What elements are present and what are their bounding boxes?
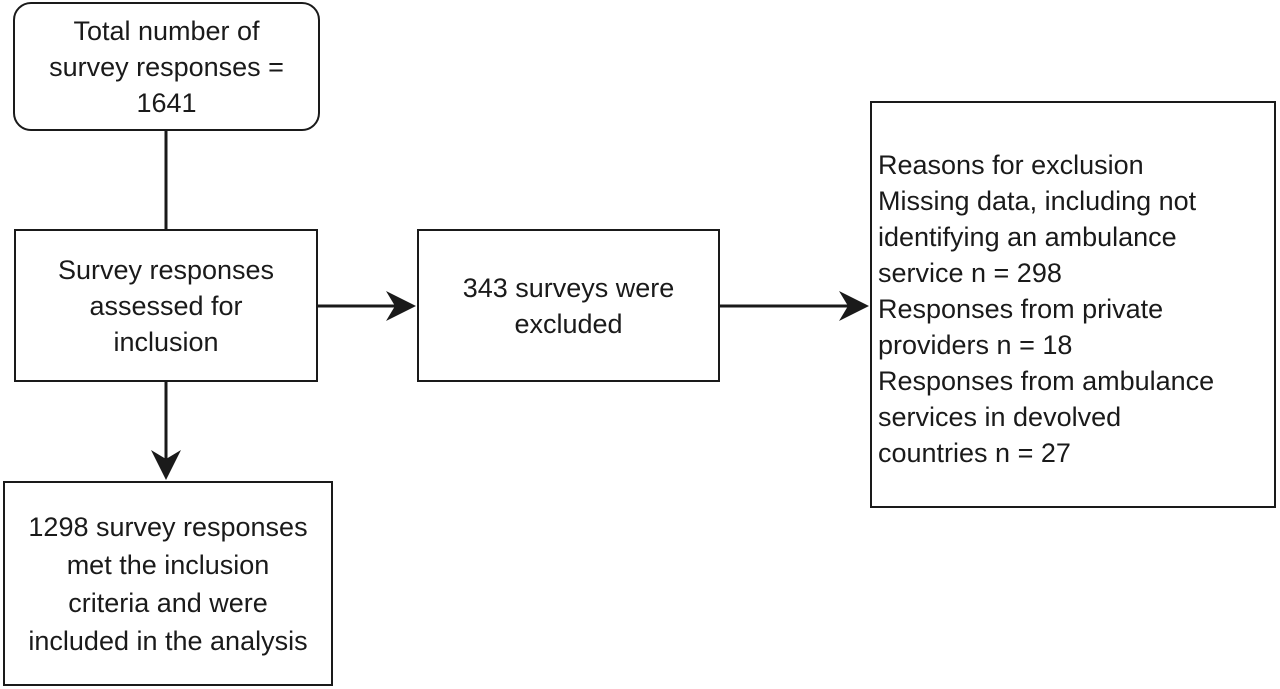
node-included-responses: 1298 survey responses met the inclusion … [3,481,333,686]
node-excluded-surveys: 343 surveys were excluded [417,229,720,382]
node-included-text: 1298 survey responses met the inclusion … [28,511,308,656]
node-excluded-text: 343 surveys were excluded [462,272,675,339]
node-reasons-text: Reasons for exclusion Missing data, incl… [878,150,1215,468]
node-assessed-for-inclusion: Survey responses assessed for inclusion [14,229,318,382]
node-reasons-for-exclusion: Reasons for exclusion Missing data, incl… [870,101,1276,508]
node-total-responses-text: Total number of survey responses = 1641 [49,15,284,118]
node-assessed-text: Survey responses assessed for inclusion [57,254,275,357]
node-total-responses: Total number of survey responses = 1641 [13,2,320,131]
